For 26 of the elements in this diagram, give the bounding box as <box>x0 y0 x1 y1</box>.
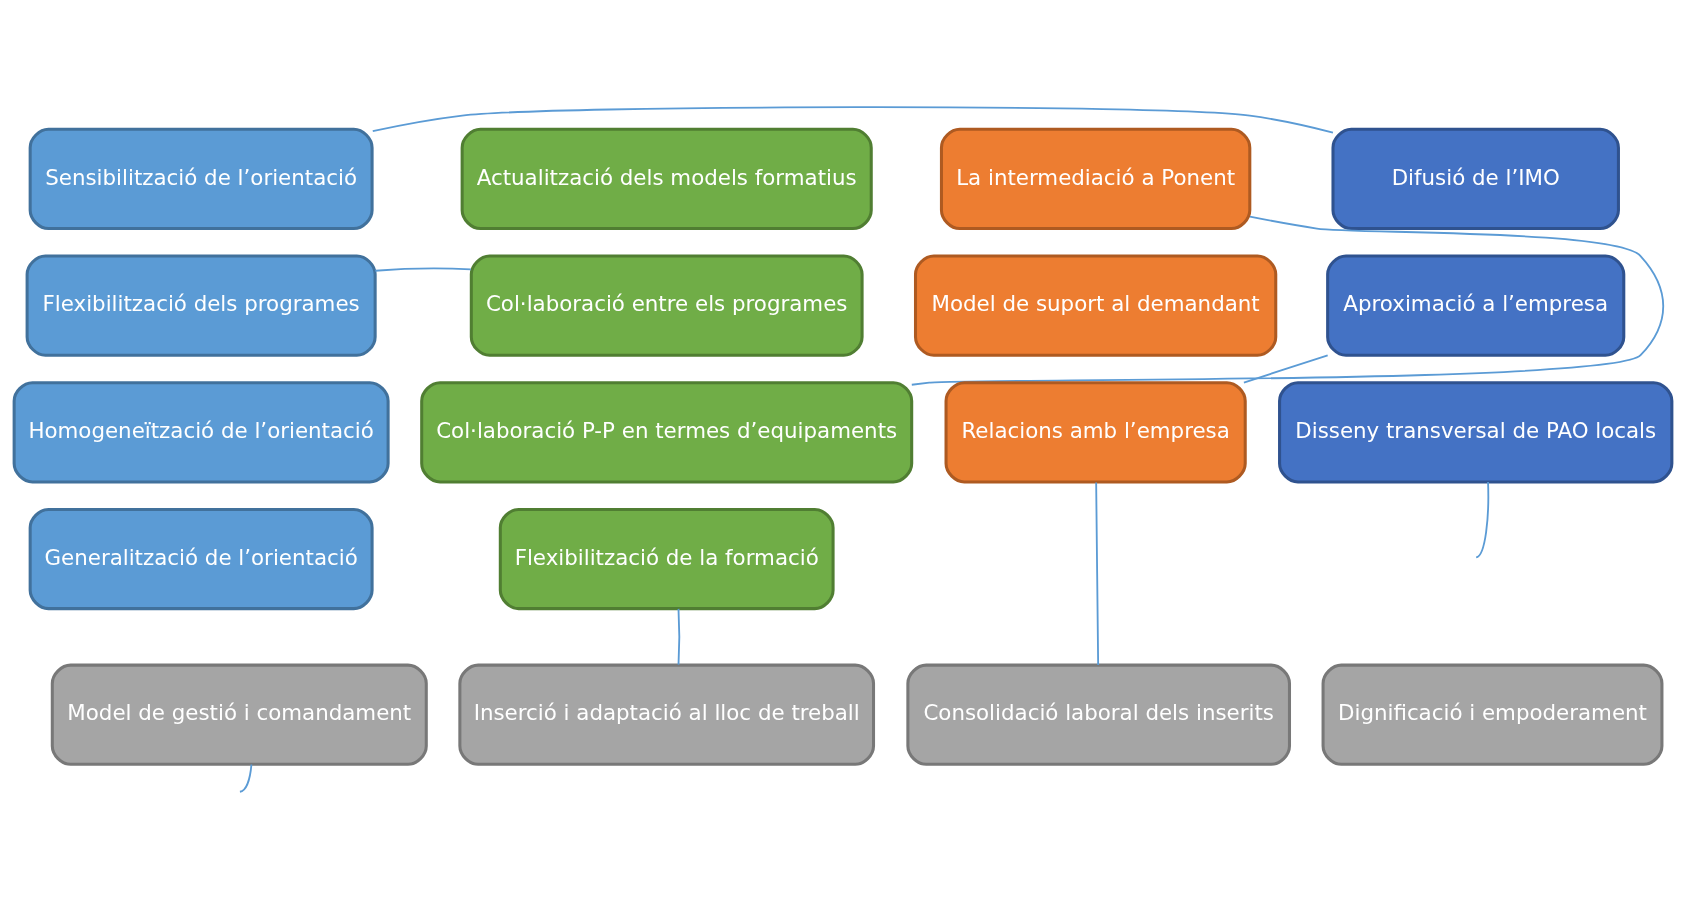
connector <box>1095 481 1100 666</box>
connector <box>374 267 472 272</box>
node-box: Relacions amb l’empresa <box>944 381 1247 484</box>
node-box: Generalització de l’orientació <box>28 507 374 611</box>
connector <box>1242 354 1329 384</box>
node-box: Dignificació i empoderament <box>1321 663 1664 766</box>
node-box: Homogeneïtzació de l’orientació <box>12 381 390 484</box>
node-box: Flexibilització dels programes <box>25 254 377 357</box>
node-box: Col·laboració P-P en termes d’equipaments <box>420 381 914 484</box>
node-box: Disseny transversal de PAO locals <box>1278 381 1674 484</box>
node-box: Difusió de l’IMO <box>1331 127 1620 231</box>
connector <box>1475 481 1490 559</box>
node-box: Inserció i adaptació al lloc de treball <box>458 663 876 766</box>
node-box: Aproximació a l’empresa <box>1326 254 1626 357</box>
node-box: Model de gestió i comandament <box>50 663 428 766</box>
connector <box>910 215 1665 386</box>
node-box: Consolidació laboral dels inserits <box>906 663 1291 766</box>
node-box: Sensibilització de l’orientació <box>28 127 374 231</box>
connector <box>677 607 681 666</box>
node-box: Col·laboració entre els programes <box>469 254 864 357</box>
connector <box>371 106 1334 134</box>
connector <box>239 763 253 793</box>
node-box: Actualització dels models formatius <box>460 127 873 231</box>
node-box: La intermediació a Ponent <box>939 127 1252 231</box>
node-box: Flexibilització de la formació <box>498 507 835 611</box>
node-box: Model de suport al demandant <box>914 254 1278 357</box>
